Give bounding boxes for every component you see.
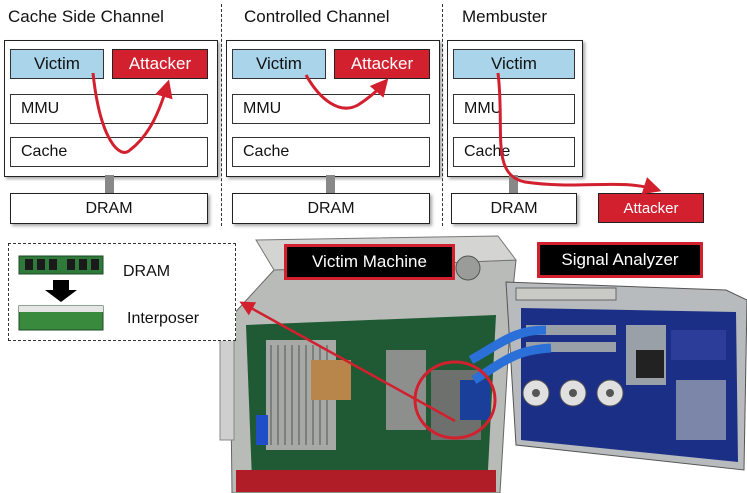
dram-box: DRAM [10, 193, 208, 224]
mmu-box: MMU [10, 94, 208, 124]
mmu-box: MMU [453, 94, 575, 124]
external-attacker-box: Attacker [598, 193, 704, 223]
experimental-setup-photo [219, 235, 747, 493]
arrow-interposer-pointer [239, 301, 456, 423]
arrow-membuster [496, 72, 662, 195]
memory-bus [105, 175, 114, 193]
cache-box: Cache [453, 137, 575, 167]
victim-machine-tag: Victim Machine [284, 244, 455, 280]
column-separator [221, 4, 222, 226]
signal-analyzer-tag: Signal Analyzer [537, 242, 703, 278]
victim-box: Victim [453, 49, 575, 79]
arrow-controlled-channel [304, 74, 389, 110]
memory-bus [509, 175, 518, 193]
column-separator [442, 4, 443, 226]
mmu-box: MMU [232, 94, 430, 124]
attacker-box: Attacker [334, 49, 430, 79]
cache-box: Cache [10, 137, 208, 167]
interposer-inset-label: Interposer [127, 310, 200, 327]
column-title-cache-side-channel: Cache Side Channel [8, 7, 164, 26]
victim-box: Victim [10, 49, 104, 79]
attacker-box: Attacker [112, 49, 208, 79]
dram-interposer-illustration [18, 255, 104, 331]
dram-box: DRAM [232, 193, 430, 224]
interposer-inset: DRAM Interposer [8, 243, 236, 341]
column-title-membuster: Membuster [462, 7, 548, 26]
dram-inset-label: DRAM [123, 263, 171, 280]
victim-box: Victim [232, 49, 326, 79]
memory-bus [326, 175, 335, 193]
arrow-cache-channel [91, 72, 173, 154]
interposer-highlight-circle [413, 360, 497, 440]
cache-box: Cache [232, 137, 430, 167]
dram-box: DRAM [451, 193, 577, 224]
column-title-controlled-channel: Controlled Channel [244, 7, 390, 26]
